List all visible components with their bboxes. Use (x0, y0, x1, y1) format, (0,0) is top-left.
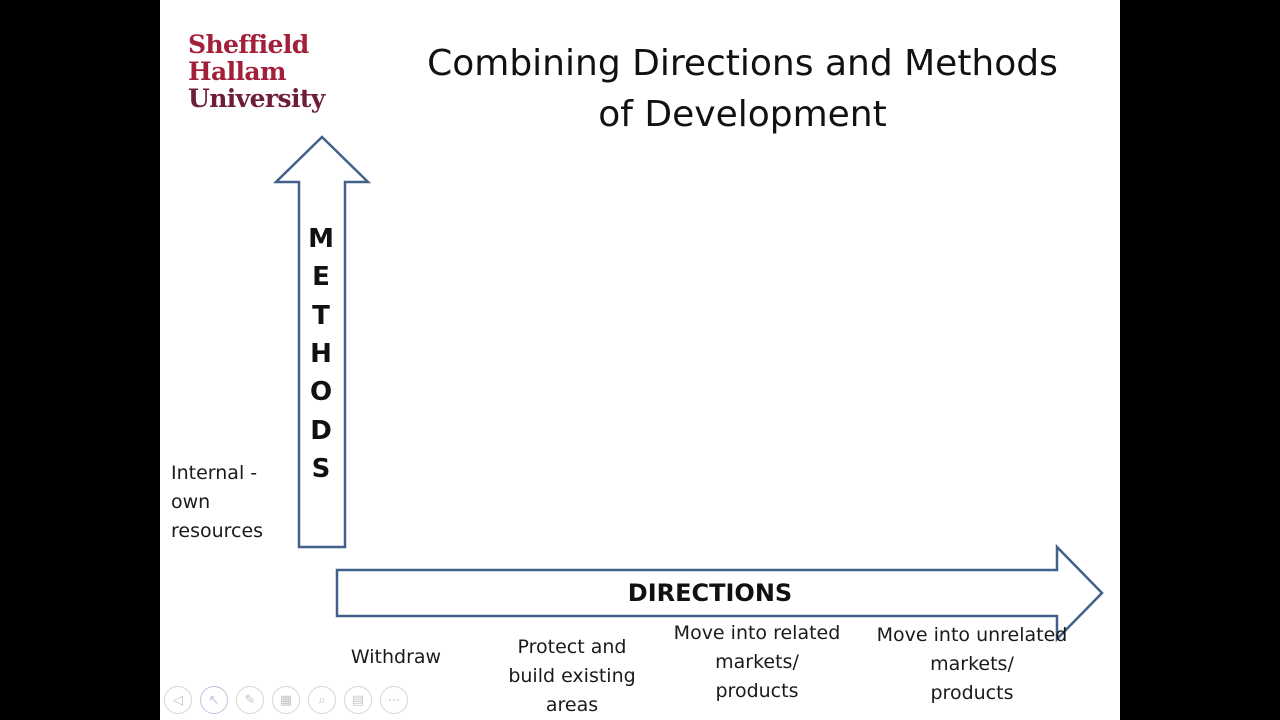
slide-title-line-2: of Development (598, 94, 887, 135)
see-all-slides-icon: ▦ (279, 692, 293, 708)
slideshow-toolbar: ◁ ↖ ✎ ▦ ⌕ ▤ ⋯ (164, 686, 408, 714)
more-options-button[interactable]: ⋯ (380, 686, 408, 714)
directions-label: DIRECTIONS (627, 579, 793, 607)
see-all-slides-button[interactable]: ▦ (272, 686, 300, 714)
logo-line-university: University (188, 84, 325, 113)
slide-title-line-1: Combining Directions and Methods (427, 43, 1058, 84)
zoom-icon: ⌕ (318, 692, 326, 708)
methods-letter-t: T (312, 301, 330, 331)
direction-withdraw: Withdraw (350, 646, 442, 668)
methods-arrow (272, 135, 372, 549)
university-logo: Sheffield Hallam University (188, 31, 368, 112)
previous-slide-icon: ◁ (173, 692, 183, 708)
pointer-button[interactable]: ↖ (200, 686, 228, 714)
subtitles-icon: ▤ (351, 692, 365, 708)
methods-letter-d: D (310, 416, 332, 446)
directions-arrow (335, 543, 1104, 643)
methods-letter-s: S (311, 454, 331, 484)
slide-canvas: Sheffield Hallam University Combining Di… (160, 0, 1120, 720)
zoom-button[interactable]: ⌕ (308, 686, 336, 714)
slide-title: Combining Directions and Methods of Deve… (410, 38, 1075, 140)
subtitles-button[interactable]: ▤ (344, 686, 372, 714)
pen-icon: ✎ (244, 692, 256, 708)
logo-line-hallam: Hallam (188, 57, 286, 86)
methods-letter-h: H (310, 339, 332, 369)
direction-related: Move into related markets/ products (673, 622, 841, 702)
methods-letter-o: O (309, 377, 333, 407)
logo-line-sheffield: Sheffield (188, 30, 309, 59)
methods-low-label: Internal - own resources (171, 462, 264, 542)
methods-letter-m: M (308, 224, 334, 254)
pointer-icon: ↖ (208, 692, 220, 708)
direction-protect-build: Protect and build existing areas (508, 636, 636, 716)
pen-button[interactable]: ✎ (236, 686, 264, 714)
previous-slide-button[interactable]: ◁ (164, 686, 192, 714)
methods-letter-e: E (312, 262, 330, 292)
direction-unrelated: Move into unrelated markets/ products (876, 624, 1068, 704)
axes-arrows (272, 135, 1104, 643)
more-options-icon: ⋯ (387, 692, 401, 708)
